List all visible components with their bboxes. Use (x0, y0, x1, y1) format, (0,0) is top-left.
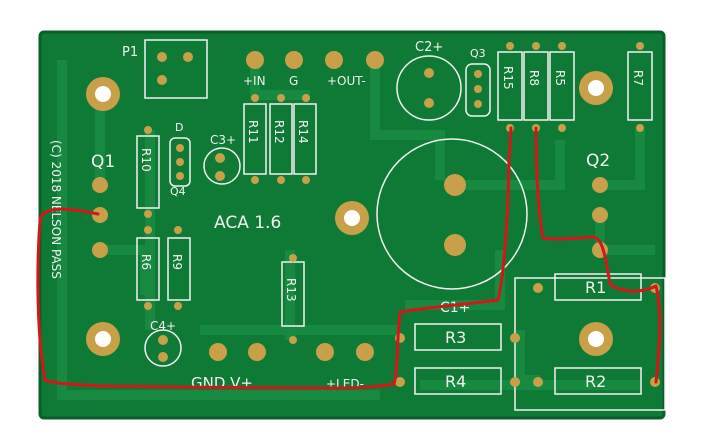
label-r9: R9 (170, 254, 184, 270)
label-q3: Q3 (470, 47, 486, 60)
red-marker-line (36, 126, 662, 390)
silkscreen-labels: P1 +IN G +OUT- C2+ Q3 D Q4 C3+ Q1 Q2 ACA… (49, 40, 645, 392)
label-r2: R2 (585, 372, 606, 391)
label-in: +IN (243, 74, 266, 88)
label-c2: C2+ (415, 40, 443, 55)
solder-pads (92, 42, 660, 387)
label-r8: R8 (527, 70, 541, 86)
label-r6: R6 (139, 254, 153, 270)
label-p1: P1 (122, 45, 138, 60)
label-g: G (289, 74, 298, 88)
label-gnd: GND V+ (191, 374, 253, 392)
label-c3: C3+ (210, 133, 236, 147)
label-out: +OUT- (327, 74, 366, 88)
label-d: D (175, 121, 183, 134)
label-r15: R15 (501, 66, 515, 90)
label-r7: R7 (631, 70, 645, 86)
label-r10: R10 (139, 148, 153, 172)
silkscreen (136, 39, 666, 411)
label-board-name: ACA 1.6 (214, 213, 281, 233)
label-q4: Q4 (170, 185, 186, 198)
label-r12: R12 (272, 120, 286, 144)
label-r13: R13 (284, 278, 298, 302)
mounting-holes (86, 71, 613, 356)
label-r14: R14 (296, 120, 310, 144)
label-q2: Q2 (586, 151, 610, 171)
label-r3: R3 (445, 328, 466, 347)
label-r11: R11 (246, 120, 260, 144)
label-r4: R4 (445, 372, 466, 391)
label-r5: R5 (553, 70, 567, 86)
label-r1: R1 (585, 278, 606, 297)
label-c4: C4+ (150, 319, 176, 333)
label-q1: Q1 (91, 152, 115, 172)
